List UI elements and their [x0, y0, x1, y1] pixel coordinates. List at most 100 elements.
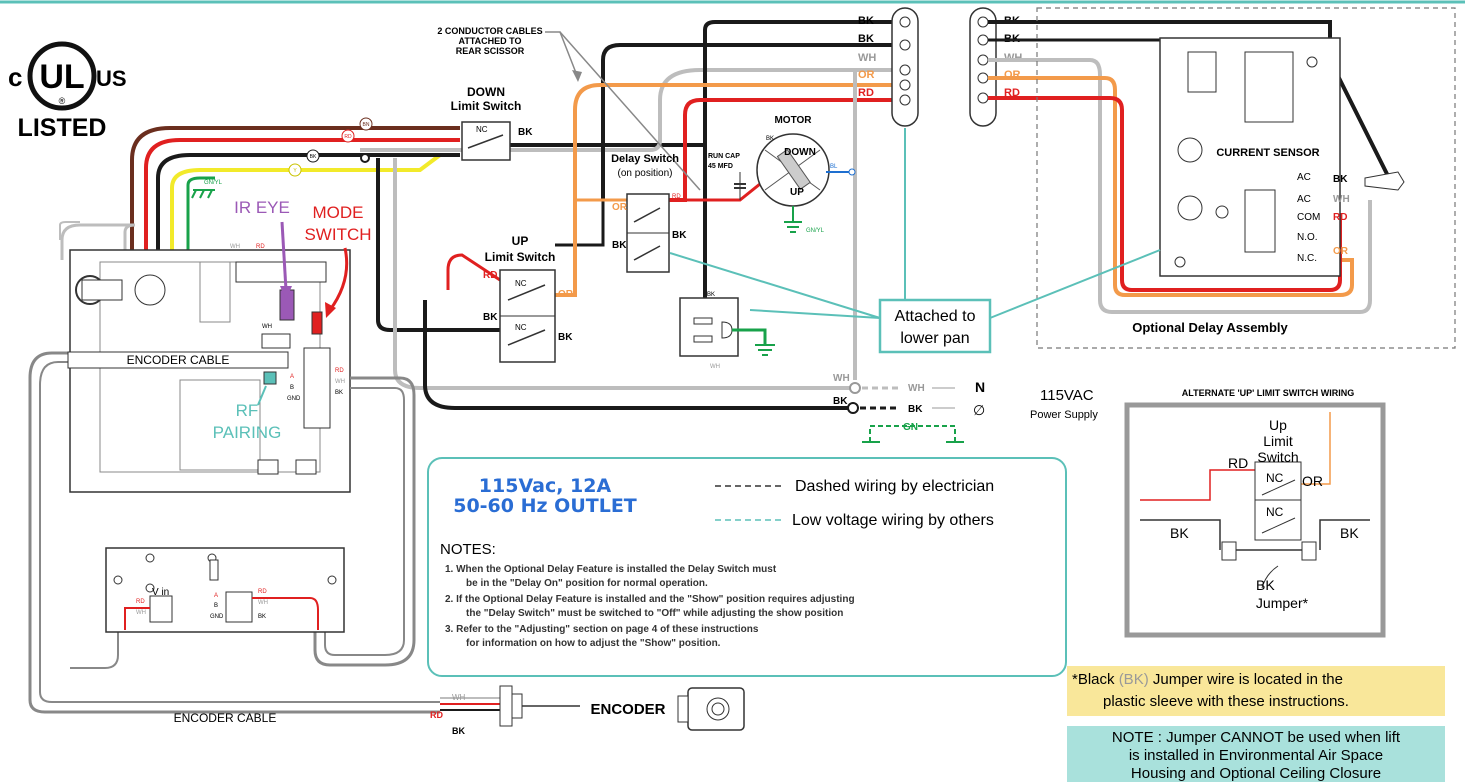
svg-text:NC: NC	[1266, 471, 1284, 485]
ceiling-closure-note: NOTE : Jumper CANNOT be used when lift i…	[1067, 726, 1445, 782]
svg-text:WH: WH	[262, 324, 272, 330]
svg-text:WH: WH	[230, 244, 240, 250]
svg-text:Attached to: Attached to	[895, 308, 976, 325]
svg-text:Switch: Switch	[1257, 449, 1298, 465]
svg-text:NOTE : Jumper CANNOT be used w: NOTE : Jumper CANNOT be used when lift	[1112, 729, 1401, 746]
svg-text:OR: OR	[858, 69, 875, 81]
svg-text:MOTOR: MOTOR	[774, 115, 812, 126]
red-wire-top	[144, 138, 460, 250]
note-3a: 3. Refer to the "Adjusting" section on p…	[445, 624, 759, 635]
svg-text:BK: BK	[1340, 525, 1359, 541]
svg-text:WH: WH	[1333, 194, 1350, 205]
svg-text:NC: NC	[476, 125, 488, 134]
svg-text:Delay Switch: Delay Switch	[611, 153, 679, 165]
white-wire-top	[360, 68, 905, 152]
svg-text:RD: RD	[256, 244, 265, 250]
rf-pairing-label: RF	[236, 401, 259, 420]
svg-text:WH: WH	[452, 693, 466, 702]
ul-listed-logo: UL ® c US LISTED	[8, 41, 127, 142]
black-wire-to-up	[376, 158, 500, 332]
jumper-note: *Black (BK) Jumper wire is located in th…	[1067, 666, 1445, 716]
svg-text:plastic sleeve with these inst: plastic sleeve with these instructions.	[1103, 693, 1349, 710]
ground-wire	[186, 176, 215, 250]
legend-low: Low voltage wiring by others	[792, 512, 994, 529]
svg-text:115VAC: 115VAC	[1040, 387, 1094, 404]
svg-text:RD: RD	[430, 710, 443, 720]
svg-text:WH: WH	[710, 364, 720, 370]
motor: MOTOR DOWN UP BK BL GN/YL	[756, 115, 856, 234]
svg-text:BK: BK	[335, 390, 343, 396]
note-2b: the "Delay Switch" must be switched to "…	[466, 608, 843, 619]
connector-strip-delay: BK BK WH OR RD	[969, 7, 1022, 127]
svg-text:BK: BK	[1333, 174, 1348, 185]
red-wire-up	[446, 253, 501, 290]
svg-text:RD: RD	[335, 368, 344, 374]
svg-text:Power Supply: Power Supply	[1030, 409, 1098, 421]
svg-text:AC: AC	[1297, 172, 1311, 183]
svg-text:OR: OR	[558, 289, 574, 300]
svg-text:GND: GND	[287, 396, 301, 402]
svg-text:BK: BK	[1256, 577, 1275, 593]
svg-text:RD: RD	[858, 87, 874, 99]
svg-text:(on position): (on position)	[617, 168, 672, 179]
svg-text:OR: OR	[1333, 246, 1349, 257]
svg-text:ALTERNATE 'UP' LIMIT SWITCH WI: ALTERNATE 'UP' LIMIT SWITCH WIRING	[1182, 388, 1354, 398]
svg-text:LISTED: LISTED	[18, 114, 107, 142]
svg-text:DOWN: DOWN	[467, 85, 505, 99]
notes-box: 115Vac, 12A 50-60 Hz OUTLET Dashed wirin…	[427, 457, 1067, 677]
svg-text:RD: RD	[483, 270, 497, 281]
two-conductor-label: 2 CONDUCTOR CABLES ATTACHED TO REAR SCIS…	[437, 26, 701, 191]
svg-text:GN/YL: GN/YL	[806, 228, 825, 234]
note-1a: 1. When the Optional Delay Feature is in…	[445, 564, 777, 575]
up-limit-switch: NC NC UP Limit Switch RD BK OR BK	[483, 234, 574, 363]
alternate-up-limit-switch-wiring: ALTERNATE 'UP' LIMIT SWITCH WIRING Up Li…	[1124, 388, 1386, 638]
svg-text:*Black (BK) Jumper wire is loc: *Black (BK) Jumper wire is located in th…	[1072, 671, 1343, 688]
legend-dashed: Dashed wiring by electrician	[795, 478, 994, 495]
svg-text:RUN CAP: RUN CAP	[708, 153, 740, 160]
svg-text:BK: BK	[258, 614, 266, 620]
ir-eye-label: IR EYE	[234, 198, 290, 217]
svg-text:OR: OR	[612, 202, 628, 213]
svg-text:is installed in Environmental: is installed in Environmental Air Space	[1129, 747, 1383, 764]
svg-text:Up: Up	[1269, 417, 1287, 433]
attached-to-lower-pan-callout: Attached to lower pan	[669, 128, 1161, 354]
optional-delay-assembly: CURRENT SENSOR AC AC COM N.O. N.C. BK WH…	[1036, 7, 1456, 349]
svg-text:∅: ∅	[973, 402, 985, 418]
svg-text:AC: AC	[1297, 194, 1311, 205]
svg-text:DOWN: DOWN	[784, 147, 816, 158]
svg-text:BK: BK	[612, 240, 627, 251]
svg-text:REAR SCISSOR: REAR SCISSOR	[456, 46, 525, 56]
svg-text:UP: UP	[512, 234, 529, 248]
svg-text:CURRENT SENSOR: CURRENT SENSOR	[1216, 147, 1319, 159]
outlet-line-1: 115Vac, 12A	[479, 475, 612, 497]
white-wire-left	[60, 223, 136, 260]
orange-wire	[555, 83, 905, 297]
svg-text:Limit: Limit	[1263, 433, 1293, 449]
svg-text:BK: BK	[452, 726, 465, 736]
svg-text:BK: BK	[483, 312, 498, 323]
svg-text:ENCODER CABLE: ENCODER CABLE	[174, 711, 277, 725]
svg-text:Limit Switch: Limit Switch	[485, 250, 556, 264]
note-1b: be in the "Delay On" position for normal…	[466, 578, 708, 589]
black-wire-supply	[423, 300, 850, 410]
svg-text:Y: Y	[293, 168, 297, 174]
encoder-cable: ENCODER CABLE ENCODER CABLE	[28, 351, 440, 725]
svg-text:2 CONDUCTOR CABLES: 2 CONDUCTOR CABLES	[437, 26, 542, 36]
delay-switch: Delay Switch (on position) OR BK BK RD	[611, 153, 687, 273]
svg-text:NC: NC	[1266, 505, 1284, 519]
yellow-wire	[170, 153, 442, 250]
svg-text:BK: BK	[672, 230, 687, 241]
black-wire-top	[156, 153, 460, 250]
svg-text:NC: NC	[515, 279, 527, 288]
brown-wire	[130, 126, 460, 250]
svg-text:WH: WH	[335, 379, 345, 385]
svg-text:N.C.: N.C.	[1297, 253, 1317, 264]
svg-text:Optional Delay Assembly: Optional Delay Assembly	[1132, 320, 1288, 335]
svg-text:A: A	[290, 374, 294, 380]
svg-text:N: N	[975, 379, 985, 395]
svg-text:GN/YL: GN/YL	[204, 180, 223, 186]
ground-symbol-left	[191, 189, 215, 199]
svg-text:BK: BK	[1170, 525, 1189, 541]
connector-strip-main: BK BK WH OR RD	[858, 7, 919, 127]
svg-text:BK: BK	[858, 15, 874, 27]
